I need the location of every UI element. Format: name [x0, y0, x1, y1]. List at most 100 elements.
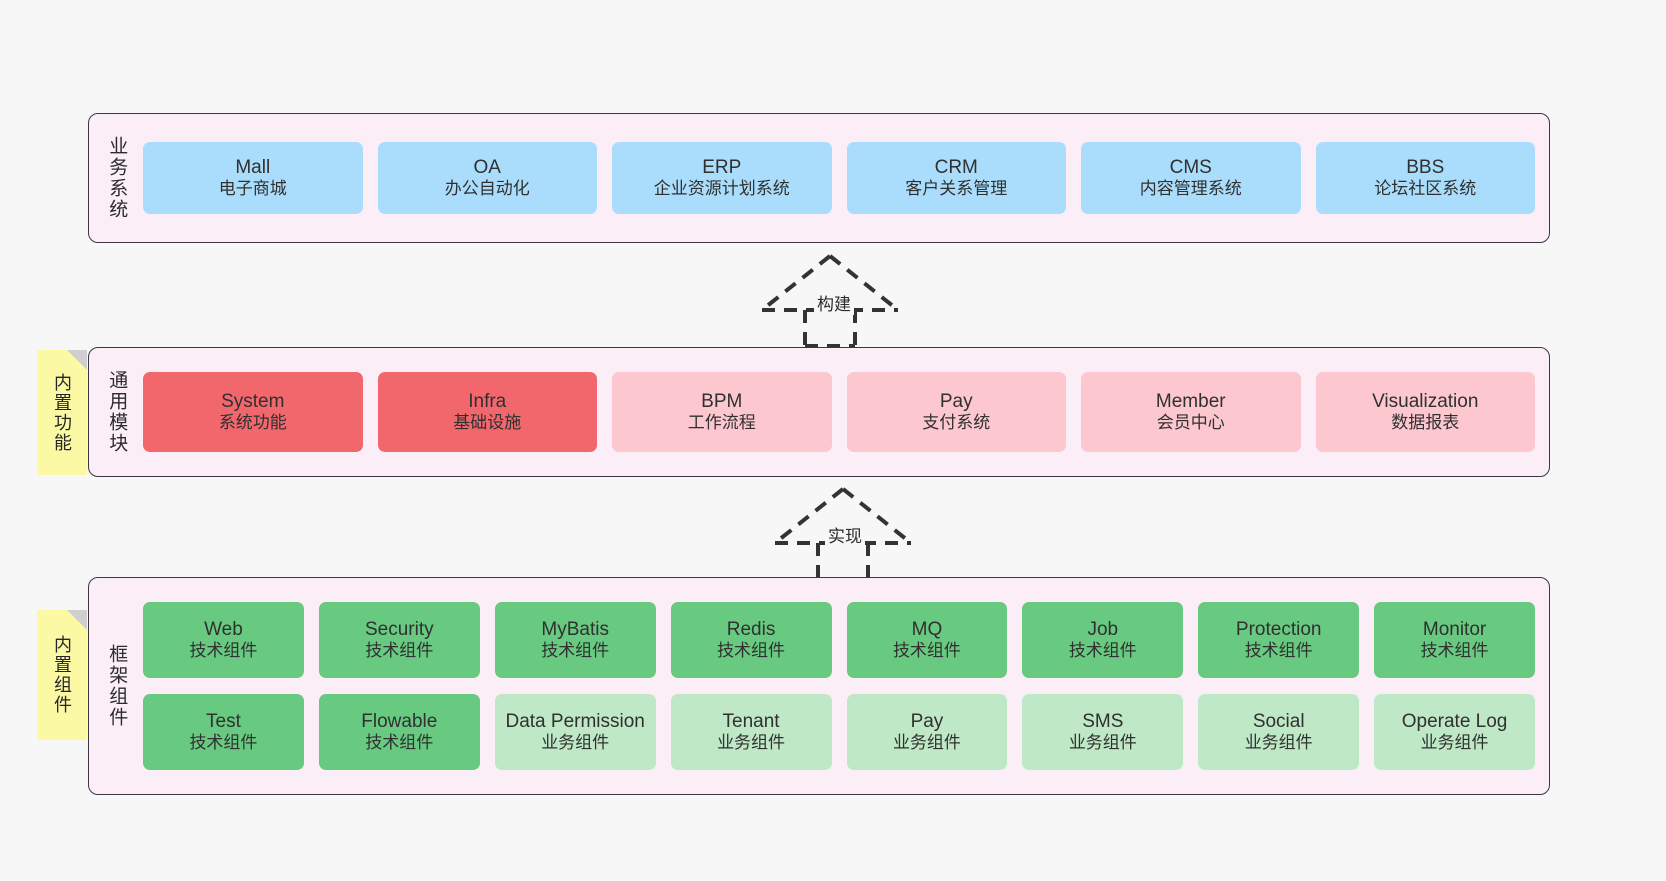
card-subtitle: 业务组件	[1068, 733, 1137, 753]
card-title: BBS	[1406, 157, 1445, 179]
card-title: Social	[1252, 711, 1305, 733]
card-subtitle: 业务组件	[892, 733, 961, 753]
card-title: OA	[473, 157, 501, 179]
card-subtitle: 技术组件	[189, 641, 258, 661]
card-subtitle: 技术组件	[1420, 641, 1489, 661]
card-subtitle: 业务组件	[717, 733, 786, 753]
card-title: Pay	[910, 711, 944, 733]
card-subtitle: 技术组件	[365, 733, 434, 753]
card-subtitle: 技术组件	[1244, 641, 1313, 661]
card-title: Tenant	[722, 711, 780, 733]
note-builtin-features: 内置功能	[37, 350, 87, 475]
card-title: System	[221, 391, 285, 413]
layer-framework-components-label: 框架组件	[106, 644, 128, 728]
card-subtitle: 内容管理系统	[1139, 179, 1242, 199]
card-subtitle: 技术组件	[717, 641, 786, 661]
card-subtitle: 工作流程	[687, 413, 756, 433]
card-title: Infra	[468, 391, 507, 413]
card-title: SMS	[1082, 711, 1124, 733]
card-title: CRM	[934, 157, 978, 179]
card-subtitle: 业务组件	[1420, 733, 1489, 753]
card-subtitle: 支付系统	[922, 413, 991, 433]
build-arrow-label: 构建	[814, 290, 854, 315]
card-title: Operate Log	[1401, 711, 1508, 733]
card-title: Security	[364, 619, 434, 641]
card-title: Data Permission	[505, 711, 645, 733]
card-subtitle: 客户关系管理	[905, 179, 1008, 199]
card-title: BPM	[701, 391, 743, 413]
card-title: Flowable	[361, 711, 438, 733]
card-subtitle: 论坛社区系统	[1374, 179, 1477, 199]
card-subtitle: 电子商城	[218, 179, 287, 199]
card-title: Pay	[939, 391, 973, 413]
card-title: MyBatis	[541, 619, 609, 641]
card-subtitle: 数据报表	[1391, 413, 1460, 433]
card-subtitle: 业务组件	[541, 733, 610, 753]
note-builtin-components: 内置组件	[37, 610, 87, 740]
card-subtitle: 系统功能	[218, 413, 287, 433]
card-title: Job	[1087, 619, 1119, 641]
card-title: Mall	[235, 157, 271, 179]
layer-business-systems-label: 业务系统	[106, 136, 128, 220]
card-subtitle: 技术组件	[541, 641, 610, 661]
card-title: Web	[204, 619, 243, 641]
card-title: MQ	[911, 619, 943, 641]
card-title: Test	[206, 711, 241, 733]
card-subtitle: 会员中心	[1156, 413, 1225, 433]
card-title: Member	[1155, 391, 1226, 413]
card-subtitle: 技术组件	[892, 641, 961, 661]
card-subtitle: 基础设施	[453, 413, 522, 433]
card-title: Visualization	[1372, 391, 1479, 413]
card-subtitle: 技术组件	[365, 641, 434, 661]
card-title: ERP	[702, 157, 742, 179]
card-subtitle: 办公自动化	[444, 179, 530, 199]
layer-common-modules-label: 通用模块	[106, 370, 128, 454]
card-title: Protection	[1235, 619, 1322, 641]
card-subtitle: 企业资源计划系统	[653, 179, 790, 199]
card-subtitle: 业务组件	[1244, 733, 1313, 753]
card-title: CMS	[1169, 157, 1212, 179]
card-title: Monitor	[1422, 619, 1487, 641]
card-title: Redis	[726, 619, 776, 641]
card-subtitle: 技术组件	[189, 733, 258, 753]
implement-arrow-label: 实现	[825, 522, 865, 547]
